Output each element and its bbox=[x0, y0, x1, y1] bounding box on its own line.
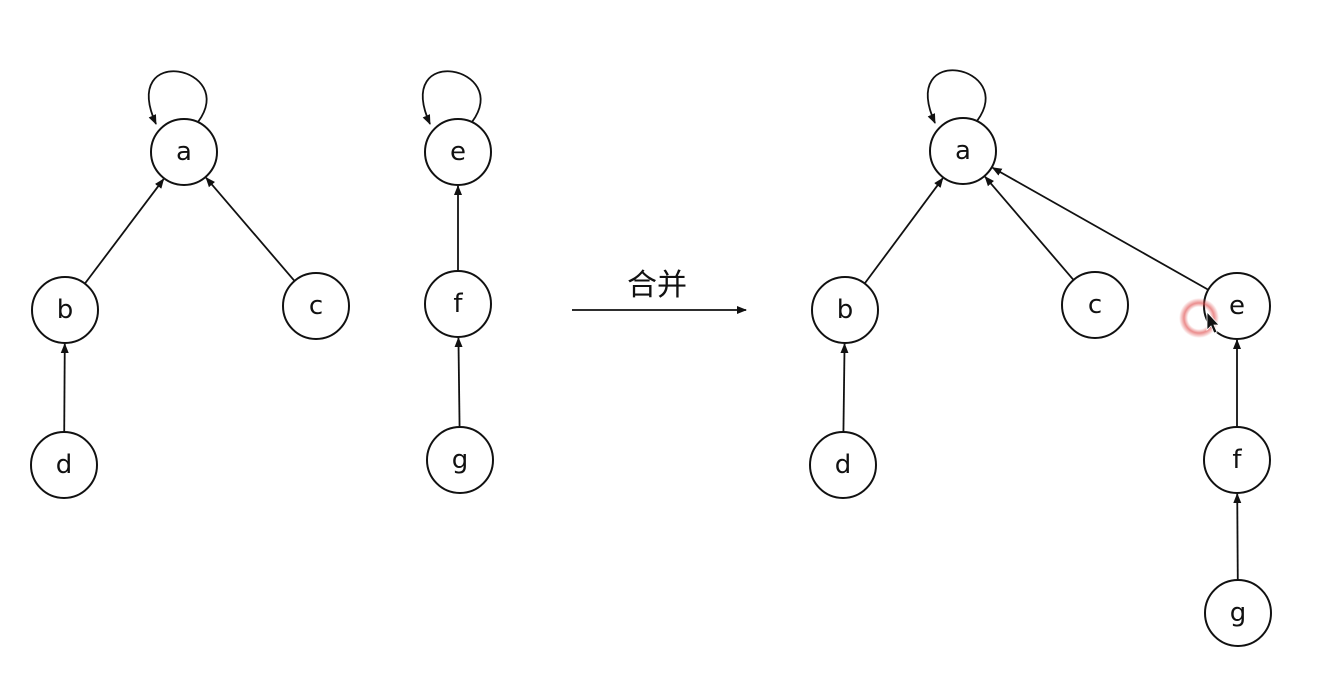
merged_tree-node-circle-g bbox=[1204, 579, 1272, 647]
left_tree_2-node-label-f: f bbox=[453, 289, 463, 319]
merged_tree-edge-c-to-a bbox=[984, 176, 1075, 281]
left_tree_1-self-loop-a bbox=[148, 70, 208, 125]
merged_tree-edge-d-to-b bbox=[840, 342, 849, 433]
left_tree_2-node-label-g: g bbox=[452, 445, 469, 475]
merged_tree-node-circle-d bbox=[809, 431, 877, 499]
merged_tree-edge-b-to-a bbox=[863, 177, 944, 285]
left_tree_2-node-circle-e bbox=[424, 118, 492, 186]
self-loops-layer bbox=[148, 69, 987, 125]
left_tree_2-node-f: f bbox=[424, 270, 492, 338]
merged_tree-node-label-b: b bbox=[837, 295, 854, 325]
left_tree_1-node-label-a: a bbox=[176, 137, 192, 167]
mouse-pointer-icon bbox=[1206, 310, 1220, 334]
merge-label: 合并 bbox=[627, 268, 687, 303]
merged_tree-node-b: b bbox=[811, 276, 879, 344]
left_tree_1-edge-d-to-b bbox=[60, 342, 69, 433]
merged_tree-node-circle-c bbox=[1061, 271, 1129, 339]
left_tree_1-node-circle-a bbox=[150, 118, 218, 186]
merged_tree-node-g: g bbox=[1204, 579, 1272, 647]
cursor-highlight bbox=[1179, 298, 1220, 338]
edges-layer bbox=[60, 166, 1242, 581]
merged_tree-node-label-g: g bbox=[1230, 598, 1247, 628]
merged_tree-node-label-c: c bbox=[1088, 290, 1102, 320]
left_tree_1-node-circle-c bbox=[282, 272, 350, 340]
left_tree_2-node-e: e bbox=[424, 118, 492, 186]
merged_tree-node-label-d: d bbox=[835, 450, 852, 480]
left_tree_1-node-label-b: b bbox=[57, 295, 74, 325]
merged_tree-node-label-a: a bbox=[955, 136, 971, 166]
merged_tree-node-circle-a bbox=[929, 117, 997, 185]
merged_tree-node-label-f: f bbox=[1232, 445, 1242, 475]
left_tree_2-node-label-e: e bbox=[450, 137, 466, 167]
merge-arrow: 合并 bbox=[572, 268, 747, 314]
merged_tree-node-circle-b bbox=[811, 276, 879, 344]
left_tree_2-node-circle-f bbox=[424, 270, 492, 338]
merged_tree-edge-e-to-a bbox=[991, 166, 1209, 291]
left_tree_2-node-g: g bbox=[426, 426, 494, 494]
merged_tree-node-a: a bbox=[929, 117, 997, 185]
left_tree_2-node-circle-g bbox=[426, 426, 494, 494]
left_tree_1-node-label-c: c bbox=[309, 291, 323, 321]
left_tree_1-node-label-d: d bbox=[56, 450, 73, 480]
merged_tree-edge-g-to-f bbox=[1233, 492, 1242, 581]
left_tree_1-node-circle-b bbox=[31, 276, 99, 344]
merged_tree-self-loop-a bbox=[927, 69, 987, 124]
left_tree_1-node-b: b bbox=[31, 276, 99, 344]
left_tree_1-edge-b-to-a bbox=[84, 178, 165, 285]
merged_tree-node-f: f bbox=[1203, 426, 1271, 494]
left_tree_1-node-c: c bbox=[282, 272, 350, 340]
merged_tree-node-c: c bbox=[1061, 271, 1129, 339]
merged_tree-node-d: d bbox=[809, 431, 877, 499]
left_tree_1-node-d: d bbox=[30, 431, 98, 499]
nodes-layer: a b c d e f g a b c d e f g bbox=[30, 117, 1272, 647]
merged_tree-node-circle-f bbox=[1203, 426, 1271, 494]
left_tree_1-node-circle-d bbox=[30, 431, 98, 499]
left_tree_2-edge-g-to-f bbox=[454, 336, 463, 428]
left_tree_1-node-a: a bbox=[150, 118, 218, 186]
merged_tree-node-label-e: e bbox=[1229, 291, 1245, 321]
left_tree_2-self-loop-e bbox=[422, 70, 482, 125]
left_tree_1-edge-c-to-a bbox=[205, 177, 296, 282]
